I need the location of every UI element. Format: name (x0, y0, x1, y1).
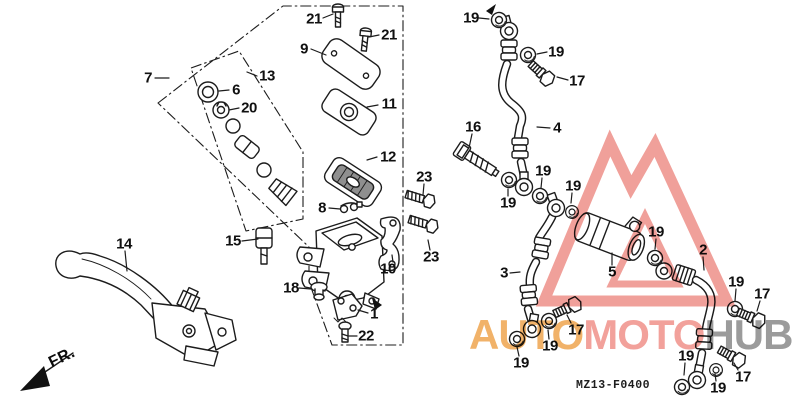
part-label-17: 17 (754, 285, 770, 303)
washer-19-illustration (707, 361, 725, 379)
part-label-19: 19 (678, 347, 694, 365)
banjo-bolt-17-illustration (734, 304, 769, 331)
detail-arrow-body-icon (372, 298, 382, 310)
piston-kit-13-illustration (197, 81, 298, 207)
part-label-22: 22 (358, 327, 374, 345)
part-label-12: 12 (380, 148, 396, 166)
part-label-1: 1 (370, 305, 378, 323)
part-label-3: 3 (500, 264, 508, 282)
washer-19-illustration (562, 202, 582, 222)
part-label-20: 20 (241, 99, 257, 117)
bolt-23a-illustration (403, 187, 438, 210)
part-label-23: 23 (416, 168, 432, 186)
washer-19-illustration (529, 185, 551, 207)
master-cylinder-body-illustration (296, 217, 385, 310)
brake-hose-4-illustration (496, 13, 534, 197)
part-label-17: 17 (569, 72, 585, 90)
part-label-11: 11 (381, 95, 397, 113)
part-label-17: 17 (735, 368, 751, 386)
part-label-19: 19 (565, 177, 581, 195)
part-label-17: 17 (568, 321, 584, 339)
part-label-2: 2 (699, 241, 707, 259)
bolt-22-illustration (338, 321, 352, 343)
part-label-10: 10 (380, 260, 396, 278)
diagram-part-code: MZ13-F0400 (576, 379, 651, 392)
part-label-19: 19 (728, 273, 744, 291)
screw-21a-illustration (331, 3, 345, 28)
fr-direction-arrow (20, 352, 74, 391)
cover-plate-11-illustration (321, 88, 377, 136)
part-label-19: 19 (548, 43, 564, 61)
part-label-19: 19 (535, 162, 551, 180)
brake-lever-14-illustration (55, 250, 237, 367)
part-label-5: 5 (608, 263, 616, 281)
part-label-14: 14 (116, 235, 132, 253)
part-label-21: 21 (381, 26, 397, 44)
screw-21b-illustration (357, 26, 373, 53)
part-label-23: 23 (423, 248, 439, 266)
reservoir-cover-9-illustration (321, 38, 381, 90)
part-label-19: 19 (542, 337, 558, 355)
part-label-15: 15 (225, 232, 241, 250)
diaphragm-12-illustration (323, 156, 383, 208)
part-label-19: 19 (463, 9, 479, 27)
part-label-19: 19 (513, 354, 529, 372)
pushrod-15-illustration (255, 227, 273, 265)
part-label-19: 19 (500, 194, 516, 212)
bolt-23b-illustration (406, 212, 441, 235)
hose-clamp-8-illustration (339, 201, 363, 214)
detail-arrow-top-icon (486, 4, 496, 15)
part-label-21: 21 (306, 10, 322, 28)
banjo-bolt-17-illustration (525, 57, 558, 89)
part-label-7: 7 (144, 69, 152, 87)
part-label-13: 13 (259, 67, 275, 85)
grommet-18-illustration (310, 281, 328, 301)
part-label-4: 4 (553, 119, 561, 137)
part-label-8: 8 (318, 199, 326, 217)
bolt-16-illustration (452, 141, 500, 178)
part-label-18: 18 (283, 279, 299, 297)
part-label-19: 19 (648, 223, 664, 241)
lever-bracket-1-illustration (332, 293, 363, 323)
part-label-6: 6 (232, 81, 240, 99)
part-label-19: 19 (710, 379, 726, 397)
part-label-9: 9 (300, 40, 308, 58)
part-label-16: 16 (465, 118, 481, 136)
handlebar-clamp-10-illustration (378, 216, 401, 272)
